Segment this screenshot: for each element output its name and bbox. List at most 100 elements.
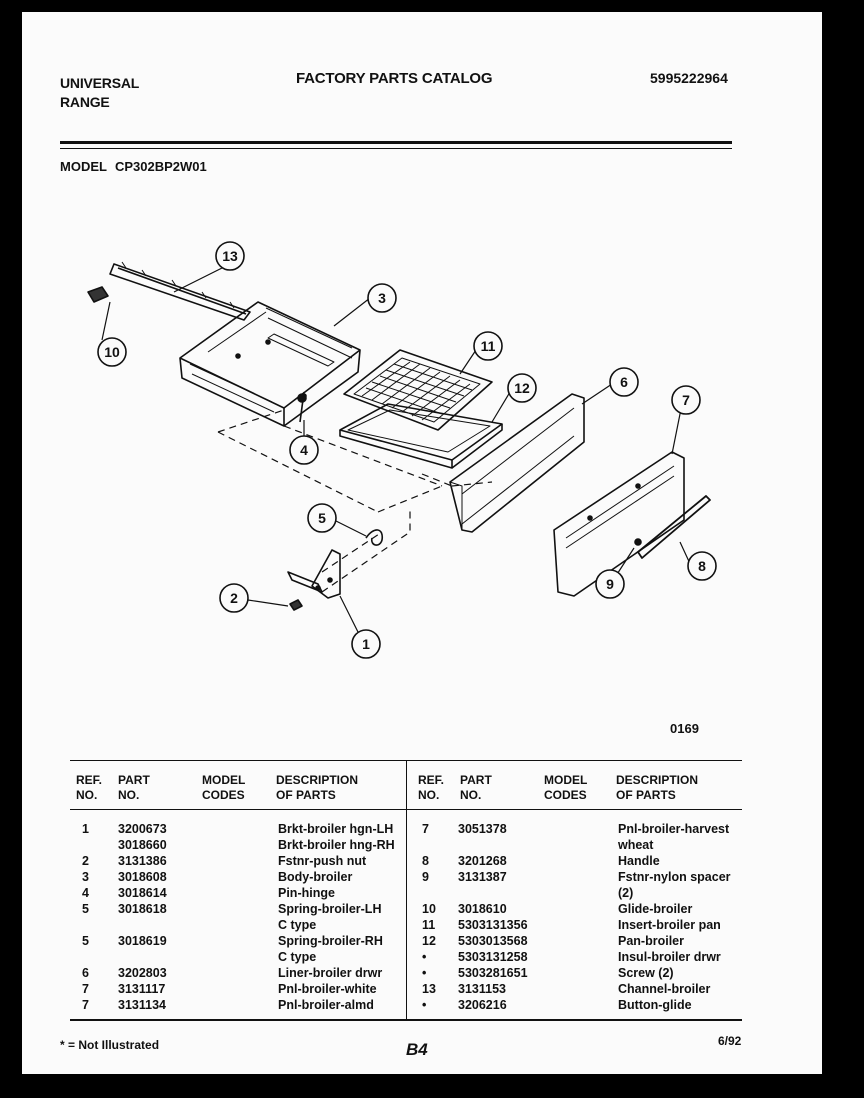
page-number: B4	[406, 1040, 428, 1059]
callout-8: 8	[698, 558, 706, 574]
broiler-pan-part	[339, 403, 503, 469]
table-row: 12 5303013568 Pan-broiler	[410, 933, 740, 949]
push-nut-part	[289, 599, 303, 611]
ref-cell: 11	[422, 918, 436, 932]
table-row: 7 3131117 Pnl-broiler-white	[70, 981, 400, 997]
figure-code: 0169	[670, 721, 699, 736]
header-rule-thin	[60, 148, 732, 149]
description-cell: Pnl-broiler-white	[278, 982, 377, 996]
model-number: CP302BP2W01	[114, 159, 207, 174]
table-row: 13 3131153 Channel-broiler	[410, 981, 740, 997]
header-ref-right: REF.NO.	[418, 773, 445, 802]
ref-cell: 9	[422, 870, 429, 884]
ref-cell: 2	[82, 854, 89, 868]
table-row: 7 3051378 Pnl-broiler-harvest	[410, 821, 740, 837]
part-number-cell: 5303013568	[458, 934, 528, 948]
nylon-spacer-part	[634, 538, 642, 546]
table-row: 2 3131386 Fstnr-push nut	[70, 853, 400, 869]
callout-labels: 13 10 3 4 11 12 6 7 8 9 5 2 1	[104, 248, 706, 652]
brand-line-2: RANGE	[60, 94, 110, 110]
part-number-cell: 3131117	[118, 982, 166, 996]
assembly-guide-lines	[217, 409, 493, 593]
description-cell: C type	[278, 950, 317, 964]
table-row: C type	[70, 917, 400, 933]
model-label: MODEL	[60, 159, 107, 174]
glide-broiler-part	[87, 286, 109, 303]
callout-9: 9	[606, 576, 614, 592]
brand-block: UNIVERSAL RANGE	[60, 74, 139, 112]
ref-cell: 6	[82, 966, 89, 980]
description-cell: Channel-broiler	[618, 982, 711, 996]
part-number-cell: 5303131258	[458, 950, 528, 964]
part-number-cell: 3018619	[118, 934, 167, 948]
ref-cell: 10	[422, 902, 436, 916]
ref-cell: 12	[422, 934, 436, 948]
ref-cell: 8	[422, 854, 429, 868]
catalog-number: 5995222964	[650, 70, 728, 86]
description-cell: Brkt-broiler hng-RH	[278, 838, 395, 852]
description-cell: Pnl-broiler-harvest	[618, 822, 730, 836]
table-row: wheat	[410, 837, 740, 853]
description-cell: (2)	[618, 886, 634, 900]
part-number-cell: 3131386	[118, 854, 167, 868]
part-number-cell: 5303131356	[458, 918, 528, 932]
part-number-cell: 3131134	[118, 998, 166, 1012]
part-number-cell: 3206216	[458, 998, 507, 1012]
hinge-bracket-part	[287, 549, 341, 599]
description-cell: Pin-hinge	[278, 886, 335, 900]
not-illustrated-note: * = Not Illustrated	[60, 1038, 160, 1052]
description-cell: Liner-broiler drwr	[278, 966, 383, 980]
ref-cell: 7	[422, 822, 429, 836]
header-ref-left: REF.NO.	[76, 773, 103, 802]
table-row: C type	[70, 949, 400, 965]
description-cell: Handle	[618, 854, 660, 868]
table-row: (2)	[410, 885, 740, 901]
description-cell: Fstnr-nylon spacer	[618, 870, 731, 884]
description-cell: Fstnr-push nut	[278, 854, 367, 868]
ref-cell: 7	[82, 982, 89, 996]
brand-line-1: UNIVERSAL	[60, 75, 140, 91]
callout-7: 7	[682, 392, 690, 408]
description-cell: Brkt-broiler hgn-LH	[278, 822, 394, 836]
table-column-divider	[406, 761, 407, 1019]
callout-5: 5	[318, 510, 326, 526]
part-number-cell: 3018618	[118, 902, 167, 916]
ref-cell: 13	[422, 982, 436, 996]
revision-date: 6/92	[718, 1034, 742, 1048]
callout-3: 3	[378, 290, 386, 306]
part-number-cell: 3051378	[458, 822, 507, 836]
model-line: MODEL CP302BP2W01	[60, 159, 215, 174]
ref-cell: •	[422, 950, 427, 964]
ref-cell: 5	[82, 934, 89, 948]
ref-cell: 1	[82, 822, 89, 836]
handle-part	[637, 495, 711, 559]
liner-broiler-drawer-part	[449, 393, 585, 533]
ref-cell: 4	[82, 886, 89, 900]
catalog-title: FACTORY PARTS CATALOG	[296, 70, 493, 87]
callout-11: 11	[481, 338, 496, 354]
exploded-parts-diagram: 13 10 3 4 11 12 6 7 8 9 5 2 1	[87, 241, 717, 659]
callout-13: 13	[222, 248, 238, 264]
ref-cell: •	[422, 966, 427, 980]
callout-circles	[97, 241, 717, 659]
description-cell: Pnl-broiler-almd	[278, 998, 374, 1012]
part-number-cell: 3131153	[458, 982, 506, 996]
spring-broiler-part	[365, 529, 384, 546]
part-number-cell: 3018660	[118, 838, 167, 852]
description-cell: Pan-broiler	[618, 934, 684, 948]
header-rule	[60, 141, 732, 144]
